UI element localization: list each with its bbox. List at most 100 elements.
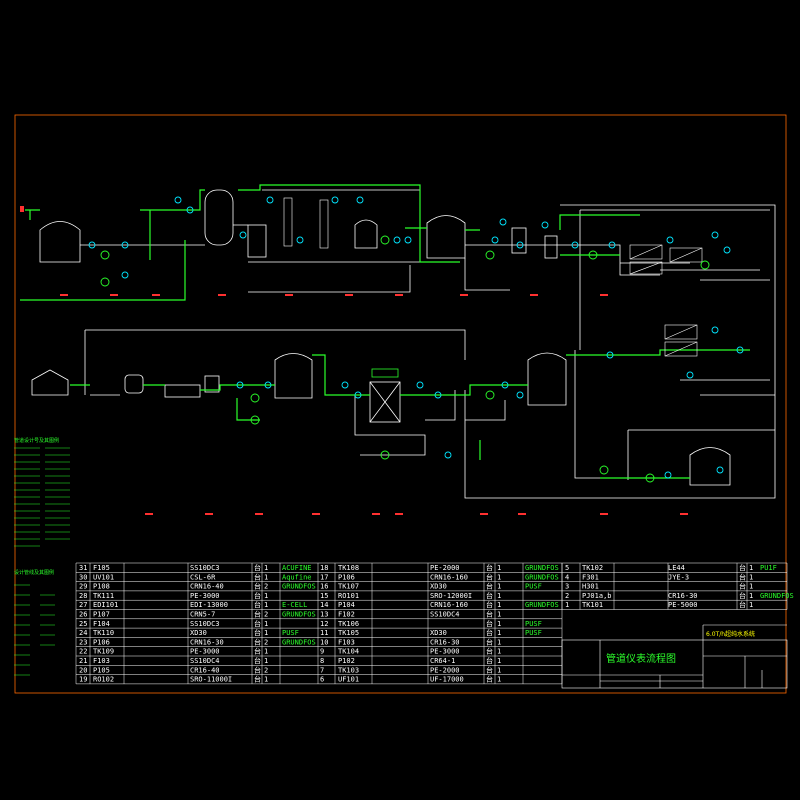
- filter-vessel: [204, 189, 234, 246]
- table-cell: 台: [739, 591, 746, 600]
- table-cell: 13: [320, 611, 328, 619]
- table-cell: 1: [497, 611, 501, 619]
- table-cell: 台: [486, 637, 493, 646]
- product-tank: [689, 447, 731, 486]
- table-cell: 28: [79, 592, 87, 600]
- table-cell: 1: [497, 676, 501, 684]
- table-cell: 台: [254, 563, 261, 572]
- table-cell: TK104: [338, 648, 359, 656]
- table-cell: 15: [320, 592, 328, 600]
- table-cell: 1: [264, 620, 268, 628]
- table-cell: 台: [254, 647, 261, 656]
- table-cell: 1: [565, 601, 569, 609]
- table-cell: 台: [254, 665, 261, 674]
- table-cell: 1: [497, 564, 501, 572]
- table-cell: 台: [254, 610, 261, 619]
- table-cell: 1: [749, 601, 753, 609]
- table-cell: 1: [497, 648, 501, 656]
- table-cell: 12: [320, 620, 328, 628]
- table-cell: 18: [320, 564, 328, 572]
- table-cell: UF101: [338, 676, 359, 684]
- table-cell: SRO-12000I: [430, 592, 472, 600]
- table-cell: LE44: [668, 564, 685, 572]
- table-cell: UV101: [93, 573, 114, 581]
- table-cell: H301: [582, 583, 599, 591]
- table-cell: 19: [79, 676, 87, 684]
- table-cell: 1: [497, 601, 501, 609]
- table-cell: P104: [338, 601, 355, 609]
- table-cell: GRUNDFOS: [525, 573, 559, 581]
- table-cell: CR64-1: [430, 657, 455, 665]
- heat-exchanger-1: [629, 244, 663, 260]
- table-cell: SRO-11000I: [190, 676, 232, 684]
- table-cell: 1: [749, 564, 753, 572]
- table-cell: CR16-30: [430, 638, 460, 646]
- table-cell: 23: [79, 638, 87, 646]
- table-cell: 30: [79, 573, 87, 581]
- table-cell: 台: [486, 582, 493, 591]
- buffer-tank: [274, 353, 313, 399]
- table-cell: P102: [338, 657, 355, 665]
- table-cell: 10: [320, 638, 328, 646]
- table-cell: 台: [739, 582, 746, 591]
- table-cell: SS10DC3: [190, 564, 220, 572]
- table-cell: 1: [264, 629, 268, 637]
- table-cell: F103: [338, 638, 355, 646]
- table-cell: TK106: [338, 620, 359, 628]
- table-cell: P106: [93, 638, 110, 646]
- table-cell: 6: [320, 676, 324, 684]
- table-cell: 台: [254, 656, 261, 665]
- table-cell: 台: [254, 619, 261, 628]
- table-cell: 7: [320, 666, 324, 674]
- raw-water-tank: [39, 221, 81, 263]
- table-cell: GRUNDFOS: [525, 564, 559, 572]
- table-cell: GRUNDFOS: [525, 601, 559, 609]
- table-cell: 台: [486, 675, 493, 684]
- table-cell: 台: [486, 619, 493, 628]
- table-cell: RO101: [338, 592, 359, 600]
- table-cell: PE-2000: [430, 666, 460, 674]
- legend: 管道设计号及其图例 设计管线及其图例: [14, 437, 70, 676]
- table-cell: CSL-6R: [190, 573, 216, 581]
- table-cell: 25: [79, 620, 87, 628]
- table-cell: SS10DC4: [430, 611, 460, 619]
- table-cell: SS10DC3: [190, 620, 220, 628]
- table-cell: 1: [264, 601, 268, 609]
- table-cell: P107: [93, 611, 110, 619]
- table-cell: 31: [79, 564, 87, 572]
- table-cell: Aqufine: [282, 573, 312, 581]
- pure-water-tank: [527, 352, 567, 406]
- drawing-title: 管道仪表流程图: [606, 652, 676, 665]
- table-cell: F104: [93, 620, 110, 628]
- table-cell: CRN5-7: [190, 611, 215, 619]
- table-cell: 26: [79, 611, 87, 619]
- table-cell: CRN16-160: [430, 601, 468, 609]
- lower-hx: [664, 324, 698, 357]
- intermediate-tank: [426, 215, 466, 259]
- table-cell: 台: [739, 563, 746, 572]
- table-cell: 1: [497, 666, 501, 674]
- drawing-frame: [14, 114, 787, 694]
- table-cell: XD30: [430, 629, 447, 637]
- table-cell: PE-3000: [430, 648, 460, 656]
- table-cell: 2: [264, 583, 268, 591]
- table-cell: CRN16-160: [430, 573, 468, 581]
- table-cell: 1: [264, 648, 268, 656]
- upper-green-lines: [20, 184, 640, 301]
- pump-house: [31, 369, 69, 396]
- table-cell: TK107: [338, 583, 359, 591]
- table-cell: TK103: [338, 666, 359, 674]
- table-cell: 台: [486, 600, 493, 609]
- table-cell: 1: [497, 638, 501, 646]
- table-cell: F301: [582, 573, 599, 581]
- table-cell: EDI101: [93, 601, 118, 609]
- table-cell: TK110: [93, 629, 114, 637]
- table-cell: 1: [497, 629, 501, 637]
- table-cell: 台: [254, 628, 261, 637]
- table-cell: PE-5000: [668, 601, 698, 609]
- instruments: [88, 196, 744, 479]
- table-cell: TK102: [582, 564, 603, 572]
- table-cell: 台: [254, 591, 261, 600]
